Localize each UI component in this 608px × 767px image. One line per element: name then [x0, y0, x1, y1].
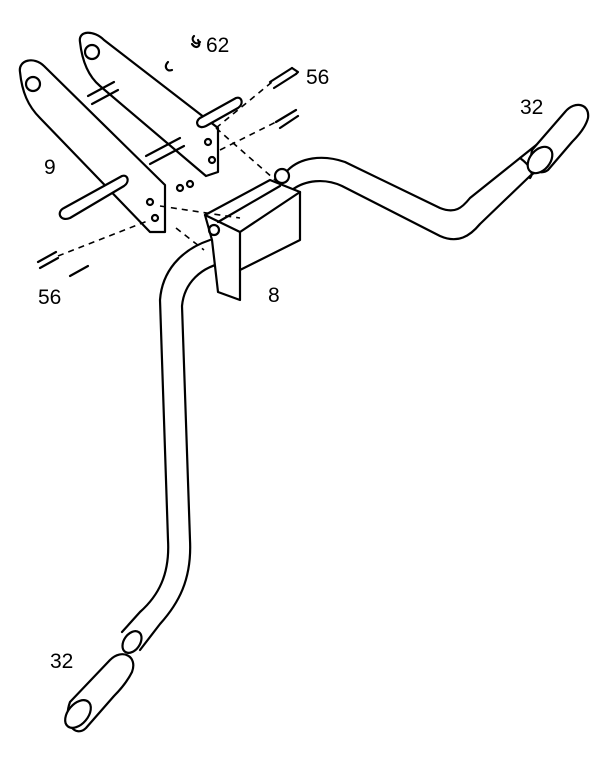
assembly-lines — [57, 81, 283, 257]
callout-8: 8 — [268, 284, 280, 307]
small-parts — [164, 34, 202, 193]
handle-tube — [120, 140, 550, 654]
callout-56-bottom: 56 — [38, 286, 61, 309]
bolt-mid — [274, 108, 300, 130]
callout-32-right: 32 — [520, 96, 543, 119]
grip-right — [526, 103, 590, 175]
pin-bottom — [36, 250, 90, 278]
callout-62: 62 — [206, 34, 229, 57]
side-plate-front — [18, 59, 167, 234]
callout-9: 9 — [44, 156, 56, 179]
bracket — [203, 167, 302, 302]
callout-32-left: 32 — [50, 650, 73, 673]
callout-56-top: 56 — [306, 66, 329, 89]
side-plate-back — [78, 31, 220, 178]
cross-rods — [58, 80, 243, 220]
grip-left — [64, 653, 135, 733]
bolt-top — [268, 66, 300, 90]
